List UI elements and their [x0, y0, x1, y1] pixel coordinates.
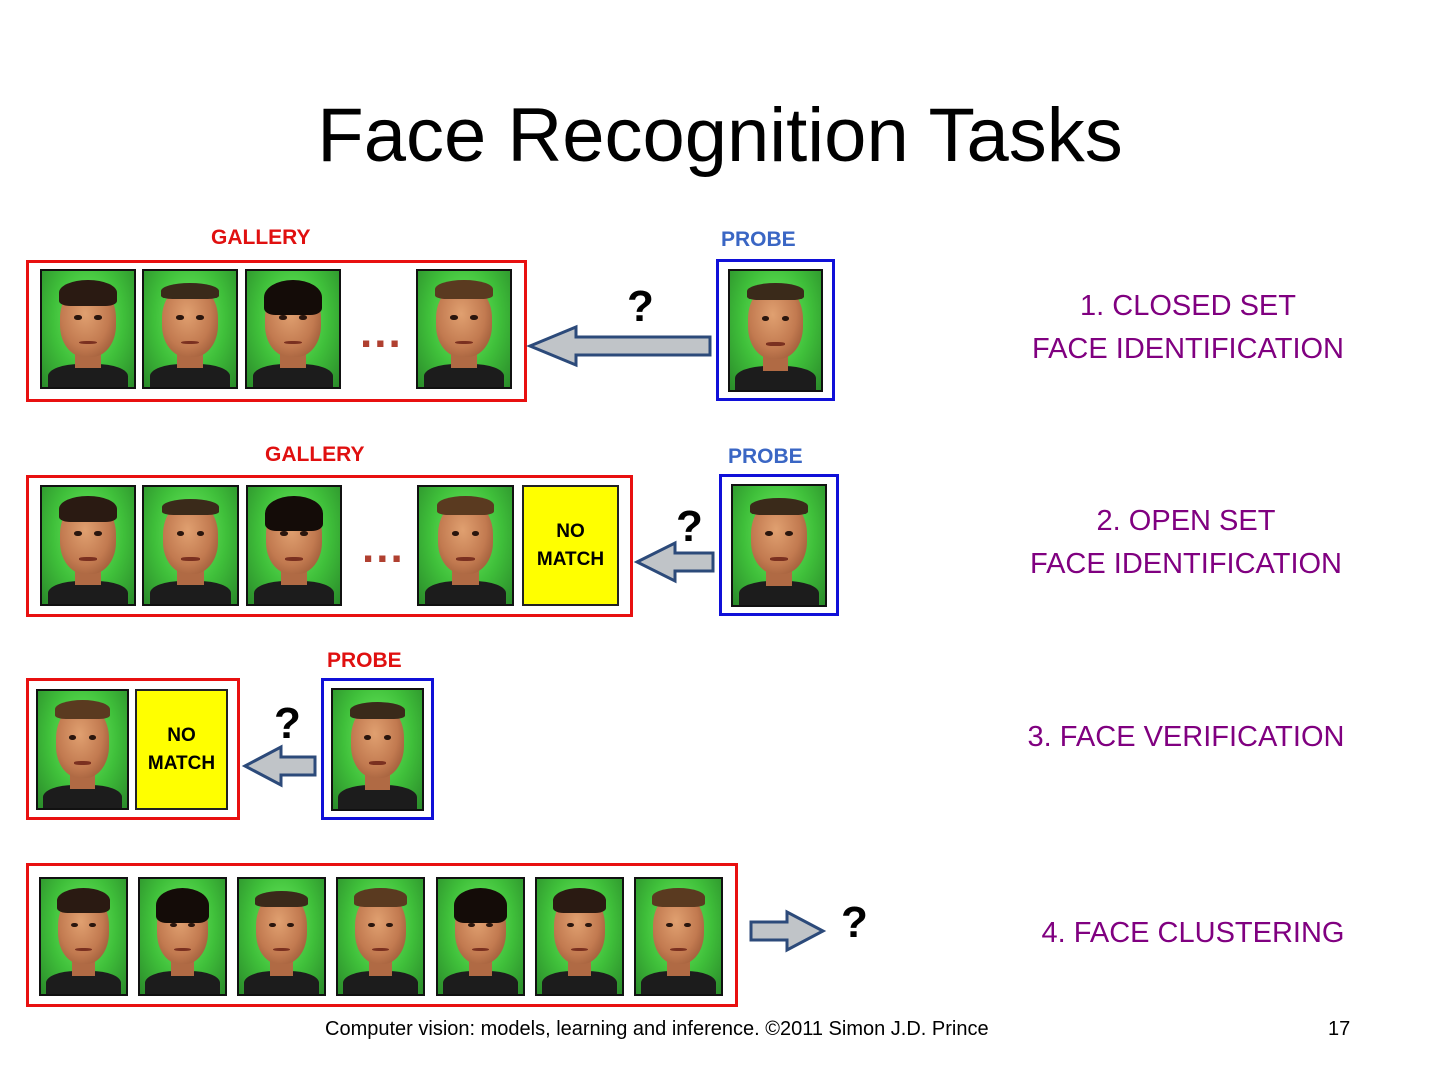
slide-title: Face Recognition Tasks	[317, 93, 1123, 178]
question-mark: ?	[627, 282, 654, 331]
face-image	[40, 269, 136, 389]
probe-box	[321, 678, 434, 820]
gallery-label: GALLERY	[265, 443, 365, 466]
left-arrow-icon	[241, 744, 317, 788]
task-line: FACE IDENTIFICATION	[1031, 333, 1345, 365]
face-image	[336, 877, 425, 996]
probe-box	[719, 474, 839, 616]
face-image	[39, 877, 128, 996]
task-line: 2. OPEN SET	[1096, 505, 1276, 537]
face-image	[40, 485, 136, 606]
face-image	[138, 877, 227, 996]
cluster-box	[26, 863, 738, 1007]
gallery-label: GALLERY	[211, 226, 311, 249]
task-line: 1. CLOSED SET	[1080, 290, 1296, 322]
task-label: 1. CLOSED SET FACE IDENTIFICATION	[978, 285, 1398, 371]
gallery-box	[26, 475, 633, 617]
task-line: 3. FACE VERIFICATION	[1027, 721, 1345, 753]
task-label: 3. FACE VERIFICATION	[976, 716, 1396, 759]
question-mark: ?	[274, 699, 301, 748]
face-image	[731, 484, 827, 607]
face-image	[728, 269, 823, 392]
face-image	[142, 269, 238, 389]
face-image	[246, 485, 342, 606]
face-image	[331, 688, 424, 811]
right-arrow-icon	[749, 909, 827, 953]
face-image	[417, 485, 514, 606]
face-image	[436, 877, 525, 996]
left-arrow-icon	[633, 540, 715, 584]
probe-label: PROBE	[721, 228, 796, 251]
gallery-box	[26, 678, 240, 820]
face-image	[237, 877, 326, 996]
face-image	[142, 485, 239, 606]
probe-label: PROBE	[728, 445, 803, 468]
face-image	[36, 689, 129, 810]
face-image	[535, 877, 624, 996]
slide-footer: Computer vision: models, learning and in…	[325, 1018, 989, 1040]
probe-box	[716, 259, 835, 401]
gallery-box	[26, 260, 527, 402]
probe-label: PROBE	[327, 649, 402, 672]
ellipsis: ...	[362, 523, 405, 572]
ellipsis: ...	[360, 308, 403, 357]
task-line: FACE IDENTIFICATION	[1029, 548, 1343, 580]
task-line: 4. FACE CLUSTERING	[1041, 917, 1345, 949]
left-arrow-icon	[526, 324, 712, 368]
task-label: 4. FACE CLUSTERING	[983, 912, 1403, 955]
face-image	[245, 269, 341, 389]
question-mark: ?	[676, 502, 703, 551]
face-image	[416, 269, 512, 389]
question-mark: ?	[841, 898, 868, 947]
face-image	[634, 877, 723, 996]
task-label: 2. OPEN SET FACE IDENTIFICATION	[976, 500, 1396, 586]
page-number: 17	[1328, 1018, 1351, 1040]
